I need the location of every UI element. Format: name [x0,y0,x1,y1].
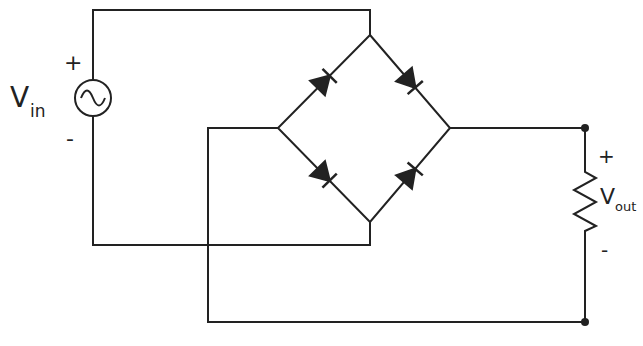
wire [208,128,585,322]
polarity-sign: + [598,146,615,166]
diode-symbol [311,69,337,95]
polarity-sign: + [64,52,82,74]
bridge-wires [278,35,450,222]
junction-dot [581,318,589,326]
wires [93,10,596,322]
polarity-sign: - [66,128,74,150]
junction-dot [581,124,589,132]
diode-symbol [311,162,337,188]
wire [93,116,370,245]
voltage-subscript: out [615,200,636,213]
resistor-symbol [574,165,596,237]
wire [450,128,585,165]
voltage-symbol: V [10,84,29,112]
diode-symbol [397,162,423,188]
voltage-symbol: V [600,186,615,208]
wire [93,10,370,80]
diodes [311,68,423,188]
voltage-subscript: in [30,103,46,120]
wire [584,237,586,322]
polarity-sign: - [601,240,608,260]
ac-source-symbol [75,80,111,116]
diode-symbol [397,68,423,94]
